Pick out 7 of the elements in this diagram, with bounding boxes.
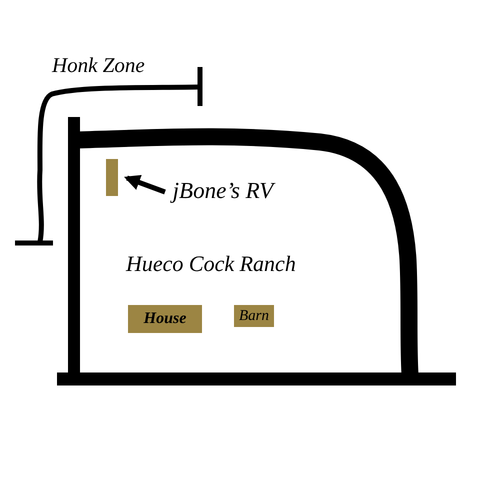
callout-text: jBone’s RV: [163, 174, 283, 206]
rv-marker: [106, 159, 118, 196]
ranch-label: Hueco Cock Ranch: [126, 253, 296, 275]
arrow: [124, 174, 166, 194]
barn-building: Barn: [234, 305, 274, 327]
zone-label: Honk Zone: [52, 55, 145, 76]
house-building: House: [128, 305, 202, 333]
